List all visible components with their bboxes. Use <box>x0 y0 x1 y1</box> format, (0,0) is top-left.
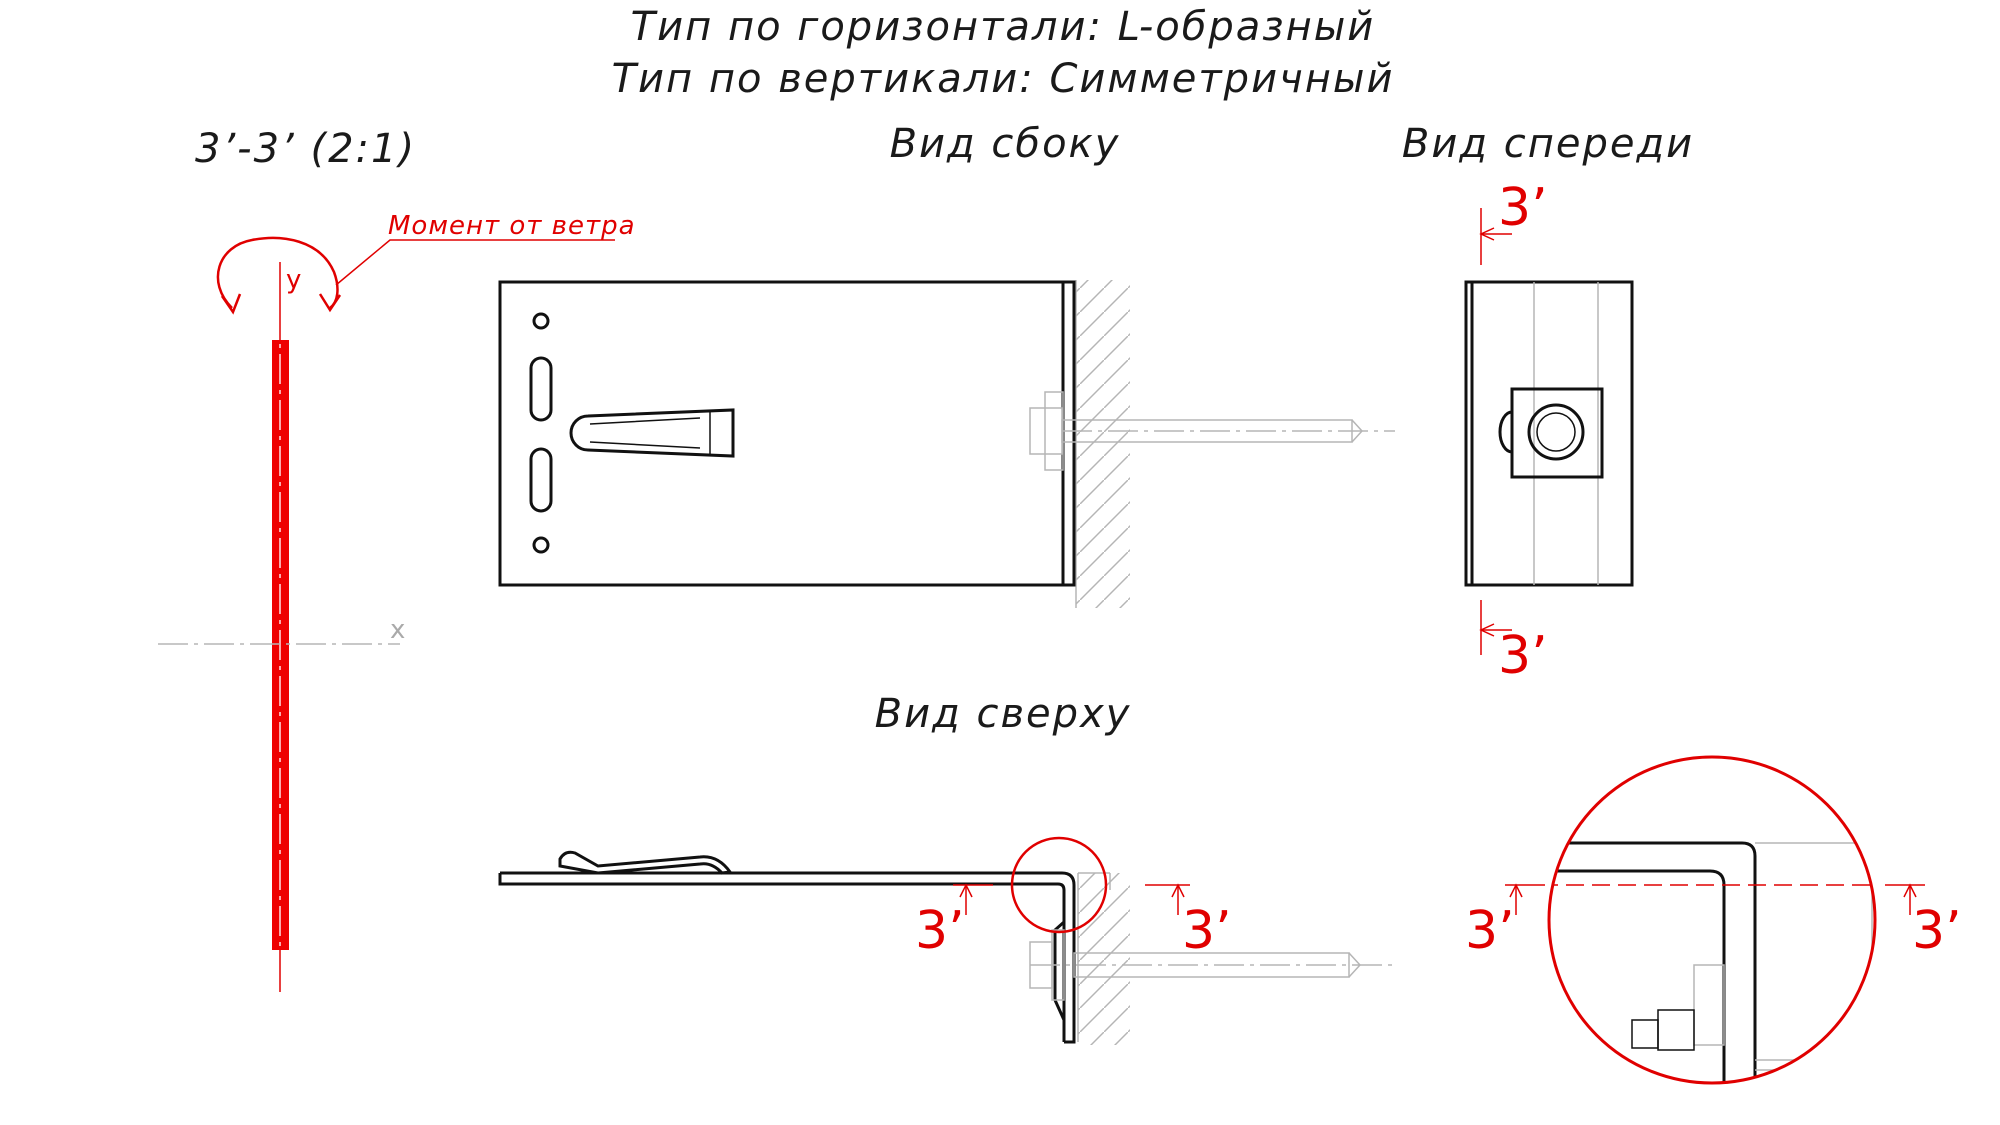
detail-view: 3’ 3’ <box>1465 755 1962 1085</box>
wind-moment-icon <box>216 236 342 315</box>
section-mark-top-right: 3’ <box>1145 883 1232 961</box>
section-mark-front-bottom: 3’ <box>1479 600 1548 686</box>
bracket-plate <box>498 280 1076 587</box>
section-mark-detail-right: 3’ <box>1885 883 1962 961</box>
l-profile-outer <box>500 871 1076 1044</box>
svg-text:3’: 3’ <box>1182 901 1232 961</box>
front-view-title: Вид спереди <box>1402 121 1694 167</box>
bracket-tongue <box>569 408 735 458</box>
bolt-head-icon <box>1527 403 1585 461</box>
svg-text:3’: 3’ <box>1498 626 1548 686</box>
section-view: 3’-3’ (2:1) x y Момент от ветра <box>158 126 636 992</box>
front-plate <box>1464 280 1634 587</box>
top-view-title: Вид сверху <box>875 691 1132 737</box>
section-mark-front-top: 3’ <box>1479 178 1548 265</box>
washer-plate <box>1510 387 1604 479</box>
x-axis-label: x <box>390 615 405 645</box>
top-view: Вид сверху 3’ <box>498 691 1395 1045</box>
side-view: Вид сбоку <box>498 121 1395 608</box>
section-mark-detail-left: 3’ <box>1465 883 1545 961</box>
header-vertical-type: Тип по вертикали: Симметричный <box>612 56 1395 102</box>
l-profile-inner <box>498 873 1066 1042</box>
anchor-bolt <box>1029 391 1395 471</box>
hole-top <box>532 312 550 330</box>
slot-lower <box>529 447 553 513</box>
moment-leader <box>335 239 615 286</box>
svg-text:3’: 3’ <box>1912 901 1962 961</box>
section-mark-top-left: 3’ <box>915 883 993 961</box>
svg-text:3’: 3’ <box>915 901 965 961</box>
detail-circle-outline <box>1547 755 1877 1085</box>
top-anchor-bolt <box>1029 929 1395 1001</box>
header-horizontal-type: Тип по горизонтали: L-образный <box>631 4 1376 50</box>
side-view-title: Вид сбоку <box>890 121 1121 167</box>
y-axis-label: y <box>286 265 301 295</box>
svg-text:3’: 3’ <box>1498 178 1548 238</box>
moment-label: Момент от ветра <box>388 211 636 241</box>
svg-text:3’: 3’ <box>1465 901 1515 961</box>
hole-bottom <box>532 536 550 554</box>
slot-upper <box>529 356 553 422</box>
detail-callout-circle <box>1010 836 1108 934</box>
front-view: Вид спереди 3’ 3’ <box>1402 121 1694 686</box>
section-title: 3’-3’ (2:1) <box>195 126 416 172</box>
top-tongue <box>558 850 733 875</box>
